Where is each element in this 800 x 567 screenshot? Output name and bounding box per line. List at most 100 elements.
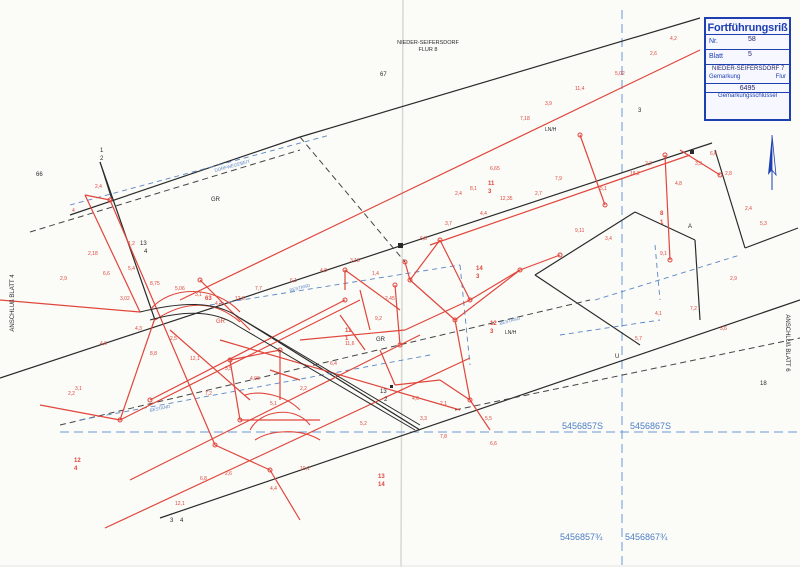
svg-text:6,6: 6,6 [490,441,497,447]
svg-text:18: 18 [760,381,767,387]
parcel-gr-3: GR [216,319,225,325]
svg-text:4: 4 [74,466,78,472]
svg-text:3,13: 3,13 [350,258,360,264]
svg-text:4,1: 4,1 [655,311,662,317]
grid-coord-x-left: 5456857S [562,421,604,431]
svg-text:4: 4 [144,249,148,255]
stamp-blatt-label: Blatt [709,53,724,60]
svg-text:14: 14 [378,482,385,488]
stamp-key-row: 6495 Gemarkungsschlüssel [706,83,789,106]
svg-text:2,6: 2,6 [225,471,232,477]
svg-text:3: 3 [488,189,492,195]
parcel-gr-1: GR [211,197,220,203]
left-margin-label: ANSCHLUß BLATT 4 [10,274,16,332]
svg-text:11,6: 11,6 [345,341,355,347]
svg-text:2,2: 2,2 [645,161,652,167]
svg-text:6,6: 6,6 [710,151,717,157]
stamp-blatt-value: 5 [748,51,752,58]
svg-text:5,7: 5,7 [635,336,642,342]
grid-lines [60,10,800,567]
svg-text:4,8: 4,8 [320,268,327,274]
grid-coord-x-right: 5456867S [630,421,672,431]
svg-text:5,4: 5,4 [128,266,135,272]
svg-text:3,3: 3,3 [420,416,427,422]
flur-label: FLUR 8 [418,47,438,53]
svg-text:14: 14 [476,266,483,272]
svg-text:3: 3 [638,108,642,114]
svg-text:12,1: 12,1 [190,356,200,362]
svg-text:2,7: 2,7 [535,191,542,197]
svg-text:6,65: 6,65 [490,166,500,172]
svg-text:9,1: 9,1 [660,251,667,257]
sheet-header: NIEDER-SEIFERSDORF FLUR 8 [388,40,468,54]
svg-text:7,2: 7,2 [690,306,697,312]
svg-text:3,1: 3,1 [75,386,82,392]
svg-text:12: 12 [74,458,81,464]
svg-text:6,1: 6,1 [290,278,297,284]
parcel-67: 67 [380,72,387,78]
svg-text:7,18: 7,18 [520,116,530,122]
svg-text:5,02: 5,02 [615,71,625,77]
svg-text:11,4: 11,4 [575,86,585,92]
svg-text:3: 3 [170,518,174,524]
stamp-blatt-row: Blatt 5 [706,49,789,64]
svg-text:11: 11 [488,181,495,187]
svg-text:4: 4 [72,208,75,214]
svg-text:1,4: 1,4 [372,271,379,277]
svg-text:1: 1 [660,220,664,226]
svg-text:13: 13 [378,474,385,480]
measurement-annotations: 2,441,2 8,755,063,1 4,212,87,7 6,14,83,1… [60,36,767,507]
grid-coord-y-bottom-right: 5456867¾ [625,532,668,542]
svg-text:3,1: 3,1 [195,292,202,298]
svg-text:3,3: 3,3 [695,161,702,167]
existing-boundaries [0,17,800,519]
svg-text:12: 12 [490,321,497,327]
svg-text:4,4: 4,4 [480,211,487,217]
svg-text:3,02: 3,02 [120,296,130,302]
stamp-gemarkung-value: NIEDER-SEIFERSDORF 7 [712,66,785,72]
stamp-nr-row: Nr. 58 [706,34,789,49]
svg-text:8: 8 [660,211,664,217]
svg-text:2,8: 2,8 [725,171,732,177]
svg-text:3,5: 3,5 [225,366,232,372]
svg-text:5,2: 5,2 [360,421,367,427]
svg-text:13: 13 [140,241,147,247]
stamp-nr-value: 58 [748,36,756,43]
svg-text:2,45: 2,45 [385,296,395,302]
svg-text:2,2: 2,2 [300,386,307,392]
svg-text:12,8: 12,8 [235,296,245,302]
svg-text:2,4: 2,4 [95,184,102,190]
right-margin-label: ANSCHLUß BLATT 6 [784,314,790,372]
svg-text:3,9: 3,9 [545,101,552,107]
svg-text:3,6: 3,6 [720,326,727,332]
svg-text:BESTAND: BESTAND [499,316,521,326]
svg-text:13: 13 [380,389,387,395]
svg-text:4,4: 4,4 [270,486,277,492]
survey-lines [0,49,721,529]
svg-text:3: 3 [476,274,480,280]
svg-text:18,2: 18,2 [630,171,640,177]
stamp-gemarkung-row: NIEDER-SEIFERSDORF 7 Gemarkung Flur [706,64,789,83]
grid-coord-y-bottom-left: 5456857¾ [560,532,603,542]
svg-text:U: U [615,354,619,360]
svg-text:2,1: 2,1 [440,401,447,407]
svg-text:2,18: 2,18 [88,251,98,257]
stamp-key-label: Gemarkungsschlüssel [706,92,789,99]
svg-text:9,11: 9,11 [575,228,585,234]
svg-text:4,2: 4,2 [215,301,222,307]
svg-text:A: A [688,224,692,230]
svg-text:BESTAND: BESTAND [289,283,311,293]
svg-text:2,6: 2,6 [650,51,657,57]
paper-fold [400,0,404,567]
svg-text:6,8: 6,8 [200,476,207,482]
svg-text:4,6: 4,6 [412,396,419,402]
north-arrow-icon [768,134,777,190]
svg-text:11: 11 [345,328,352,334]
svg-text:2,4: 2,4 [745,206,752,212]
svg-text:5,1: 5,1 [600,186,607,192]
svg-text:2: 2 [384,397,388,403]
parcel-gr-2: GR [376,337,385,343]
svg-text:4: 4 [180,518,184,524]
svg-text:1: 1 [345,336,349,342]
